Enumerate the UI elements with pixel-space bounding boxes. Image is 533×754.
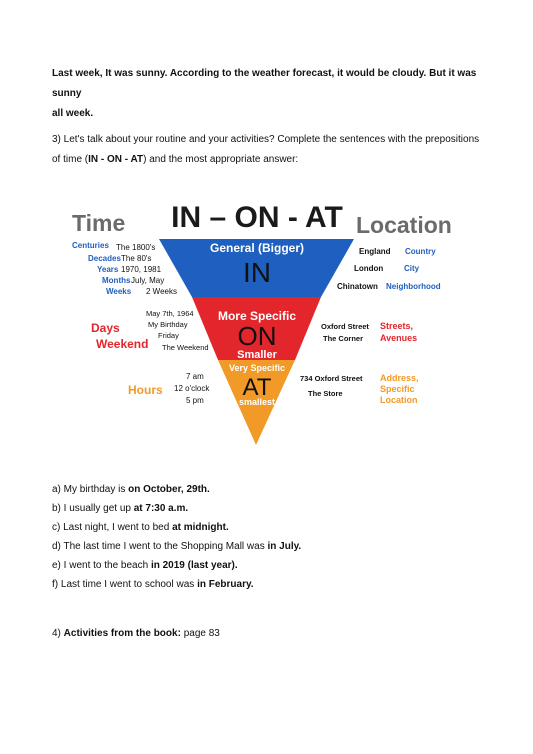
time-in-example: 1970, 1981 [121,265,162,274]
answers-list: a) My birthday is on October, 29th. b) I… [52,480,492,594]
answer-row: a) My birthday is on October, 29th. [52,480,492,499]
time-in-category: Decades [88,254,121,263]
loc-on-category: Avenues [380,333,417,343]
question-3-line-1: 3) Let's talk about your routine and you… [52,134,480,145]
prepositions-infographic: Time IN – ON - AT Location General (Bigg… [72,201,452,445]
question-3-line-2: of time (IN - ON - AT) and the most appr… [52,150,492,170]
answer-row: c) Last night, I went to bed at midnight… [52,518,492,537]
answer-text: a) My birthday is [52,484,129,495]
answer-highlight: in July. [267,541,302,552]
time-at-example: 7 am [186,372,204,381]
question-3-prepositions: IN - ON - AT [88,154,144,165]
answer-row: e) I went to the beach in 2019 (last yea… [52,556,492,575]
at-band-label: Very Specific [229,363,285,373]
at-band-sub: smallest [239,397,275,407]
answer-text: f) Last time I went to school was [52,579,198,590]
time-at-example: 5 pm [186,396,204,405]
main-title: IN – ON - AT [171,201,343,234]
time-in-example: The 80's [121,254,151,263]
question-4: 4) Activities from the book: page 83 [52,624,492,644]
answer-row: f) Last time I went to school was in Feb… [52,575,492,594]
answer-text: e) I went to the beach [52,560,151,571]
time-at-example: 12 o'clock [174,384,210,393]
loc-in-category: City [404,264,420,273]
on-band-sub: Smaller [237,349,277,361]
answer-highlight: at midnight. [172,522,229,533]
question-4-page: page 83 [180,628,220,639]
loc-at-example: 734 Oxford Street [300,374,363,383]
in-band [159,239,354,297]
time-in-category: Years [97,265,119,274]
time-on-category: Weekend [96,337,148,351]
loc-at-example: The Store [308,389,343,398]
time-in-example: 2 Weeks [146,287,177,296]
loc-on-example: Oxford Street [321,322,369,331]
answer-highlight: in February. [197,579,254,590]
loc-in-category: Country [405,247,436,256]
on-word: ON [238,321,277,351]
at-band [218,360,295,445]
intro-paragraph: Last week, It was sunny. According to th… [52,64,492,124]
answer-text: c) Last night, I went to bed [52,522,173,533]
question-3: 3) Let's talk about your routine and you… [52,130,492,170]
time-in-example: The 1800's [116,243,155,252]
location-heading: Location [356,212,452,238]
time-on-example: The Weekend [162,343,209,352]
loc-on-example: The Corner [323,334,363,343]
loc-at-category: Location [380,395,418,405]
at-word: AT [243,374,272,401]
time-in-example: July, May [131,276,164,285]
intro-line-1: Last week, It was sunny. According to th… [52,68,477,99]
loc-at-category: Specific [380,384,415,394]
answer-row: d) The last time I went to the Shopping … [52,537,492,556]
time-heading: Time [72,210,125,236]
answer-text: d) The last time I went to the Shopping … [52,541,268,552]
intro-line-2: all week. [52,108,94,119]
loc-in-category: Neighborhood [386,282,441,291]
loc-in-example: London [354,264,383,273]
time-at-category: Hours [128,383,163,397]
question-4-number: 4) [52,628,64,639]
loc-in-example: Chinatown [337,282,378,291]
question-4-label: Activities from the book: [63,628,181,639]
answer-highlight: on October, 29th. [128,484,210,495]
time-in-category: Centuries [72,241,109,250]
on-band [192,297,321,360]
time-on-example: May 7th, 1964 [146,309,194,318]
question-3-pre: of time ( [52,154,89,165]
time-on-example: My Birthday [148,320,188,329]
time-in-category: Weeks [106,287,132,296]
answer-highlight: at 7:30 a.m. [133,503,189,514]
on-band-label: More Specific [218,309,296,323]
answer-text: b) I usually get up [52,503,134,514]
in-band-label: General (Bigger) [210,241,304,255]
answer-highlight: in 2019 (last year). [150,560,238,571]
time-in-category: Months [102,276,131,285]
loc-at-category: Address, [380,373,419,383]
loc-on-category: Streets, [380,321,413,331]
time-on-example: Friday [158,331,179,340]
in-word: IN [243,257,271,288]
time-on-category: Days [91,321,120,335]
question-3-post: ) and the most appropriate answer: [143,154,299,165]
answer-row: b) I usually get up at 7:30 a.m. [52,499,492,518]
loc-in-example: England [359,247,391,256]
